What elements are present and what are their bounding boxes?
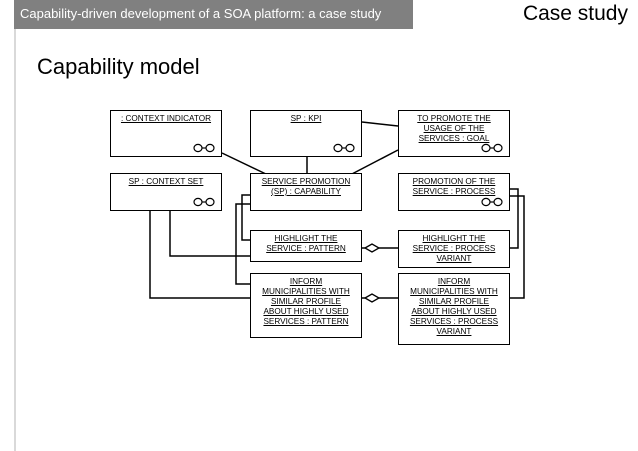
aggregation-diamond-inform xyxy=(363,293,381,303)
edge-capability-pattern-highlight xyxy=(241,194,250,241)
node-label: INFORM MUNICIPALITIES WITH SIMILAR PROFI… xyxy=(262,277,350,326)
node-capability: SERVICE PROMOTION (SP) : CAPABILITY xyxy=(250,173,362,211)
node-label: HIGHLIGHT THE SERVICE : PATTERN xyxy=(266,234,346,253)
aggregation-diamond-highlight xyxy=(363,243,381,253)
glasses-icon xyxy=(193,197,215,207)
node-goal: TO PROMOTE THE USAGE OF THE SERVICES : G… xyxy=(398,110,510,157)
node-variant-inform: INFORM MUNICIPALITIES WITH SIMILAR PROFI… xyxy=(398,273,510,345)
node-label: SP : CONTEXT SET xyxy=(128,177,204,186)
node-label: INFORM MUNICIPALITIES WITH SIMILAR PROFI… xyxy=(409,277,499,336)
node-label: SP : KPI xyxy=(290,114,322,123)
node-pattern-inform: INFORM MUNICIPALITIES WITH SIMILAR PROFI… xyxy=(250,273,362,338)
node-context-indicator: : CONTEXT INDICATOR xyxy=(110,110,222,157)
node-label: : CONTEXT INDICATOR xyxy=(120,114,212,123)
glasses-icon xyxy=(333,143,355,153)
header-title: Capability-driven development of a SOA p… xyxy=(20,6,382,21)
header: Capability-driven development of a SOA p… xyxy=(0,0,638,29)
edge-context-set-pattern-highlight xyxy=(169,210,250,257)
edge-capability-pattern-inform xyxy=(235,203,250,285)
node-label: TO PROMOTE THE USAGE OF THE SERVICES : G… xyxy=(417,114,491,143)
node-label: PROMOTION OF THE SERVICE : PROCESS xyxy=(412,177,496,196)
edge-context-indicator-capability xyxy=(221,152,269,176)
header-bar: Capability-driven development of a SOA p… xyxy=(14,0,413,29)
edge-process-variant-inform xyxy=(510,195,525,299)
page-title: Capability model xyxy=(37,54,200,79)
left-divider xyxy=(14,29,16,451)
node-label: SERVICE PROMOTION (SP) : CAPABILITY xyxy=(261,177,351,196)
edge-kpi-goal xyxy=(361,121,399,127)
glasses-icon xyxy=(481,143,503,153)
node-process: PROMOTION OF THE SERVICE : PROCESS xyxy=(398,173,510,211)
glasses-icon xyxy=(193,143,215,153)
edge-goal-capability xyxy=(349,149,399,176)
node-context-set: SP : CONTEXT SET xyxy=(110,173,222,211)
header-badge: Case study xyxy=(522,2,628,25)
node-label: HIGHLIGHT THE SERVICE : PROCESS VARIANT xyxy=(412,234,496,263)
node-variant-highlight: HIGHLIGHT THE SERVICE : PROCESS VARIANT xyxy=(398,230,510,268)
edge-process-variant-highlight xyxy=(510,188,519,249)
edge-context-set-pattern-inform xyxy=(149,210,250,299)
node-pattern-highlight: HIGHLIGHT THE SERVICE : PATTERN xyxy=(250,230,362,262)
glasses-icon xyxy=(481,197,503,207)
node-kpi: SP : KPI xyxy=(250,110,362,157)
